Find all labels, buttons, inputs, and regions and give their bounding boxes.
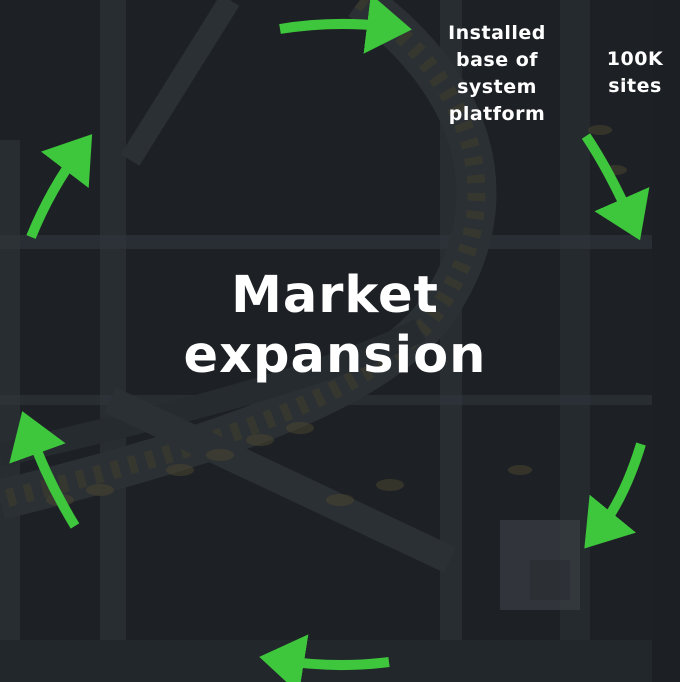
label-sites: 100K sites: [590, 46, 680, 100]
center-title: Market expansion: [150, 266, 520, 386]
label-installed-line-2: base of: [455, 49, 539, 71]
background-image: [0, 0, 652, 682]
arrow-upper-right: [581, 133, 650, 241]
arrow-lower-left: [9, 411, 80, 529]
cycle-arrows: [9, 0, 650, 682]
label-sites-line-2: sites: [608, 75, 662, 97]
arrow-bottom: [259, 634, 390, 682]
arrow-upper-left: [26, 134, 93, 239]
label-installed-line-4: platform: [448, 103, 546, 125]
arrow-lower-right: [584, 442, 646, 549]
label-sites-line-1: 100K: [606, 48, 664, 70]
label-installed-base: Installed base of system platform: [434, 20, 560, 128]
center-title-line-1: Market: [231, 266, 439, 325]
label-installed-line-3: system: [457, 76, 537, 98]
center-title-line-2: expansion: [183, 326, 487, 385]
arrow-top: [279, 0, 412, 54]
label-installed-line-1: Installed: [448, 22, 546, 44]
